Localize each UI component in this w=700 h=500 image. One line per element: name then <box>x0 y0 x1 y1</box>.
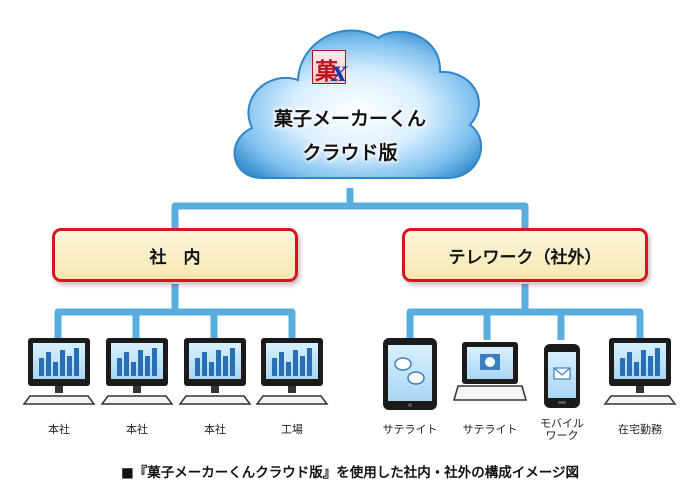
desktop-monitor-icon <box>178 338 252 405</box>
laptop-icon <box>453 342 527 401</box>
group-internal-label: 社 内 <box>149 247 201 268</box>
desktop-monitor-icon <box>603 338 677 405</box>
device-label-hq-3: 本社 <box>204 423 226 436</box>
desktop-monitor-icon <box>100 338 174 405</box>
group-telework-label: テレワーク（社外） <box>448 247 602 268</box>
cloud-title-line1: 菓子メーカーくん <box>273 108 426 130</box>
device-label-home-work: 在宅勤務 <box>618 423 662 436</box>
app-logo: 菓 X <box>312 50 347 86</box>
tablet-icon <box>383 338 437 410</box>
device-label-factory: 工場 <box>281 423 303 436</box>
desktop-monitor-icon <box>22 338 96 405</box>
connector-lines <box>54 188 644 340</box>
group-telework-box: テレワーク（社外） <box>402 228 648 282</box>
logo-kanji: 菓 <box>315 58 338 85</box>
logo-x-mark: X <box>331 62 347 86</box>
device-label-hq-1: 本社 <box>48 423 70 436</box>
device-label-satellite-1: サテライト <box>382 423 438 436</box>
device-label-hq-2: 本社 <box>126 423 148 436</box>
device-label-satellite-2: サテライト <box>462 423 518 436</box>
connector-telework-bus <box>406 308 644 340</box>
group-internal-box: 社 内 <box>52 228 298 282</box>
figure-caption: ■『菓子メーカーくんクラウド版』を使用した社内・社外の構成イメージ図 <box>121 465 579 481</box>
connector-cloud-telework <box>350 202 529 228</box>
cloud-shape <box>233 29 483 180</box>
connector-cloud-internal <box>171 188 354 228</box>
connector-internal-bus <box>54 308 296 340</box>
device-label-mobile-work: モバイル ワーク <box>540 417 584 442</box>
cloud-title-line2: クラウド版 <box>302 142 398 164</box>
smartphone-icon <box>544 344 580 408</box>
desktop-monitor-icon <box>255 338 329 405</box>
